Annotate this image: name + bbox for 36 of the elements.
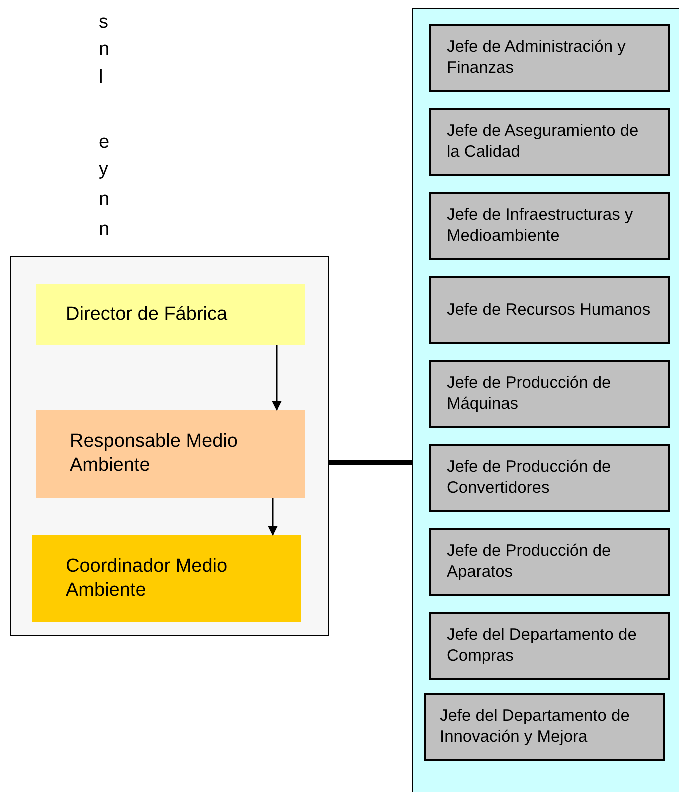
org-box	[424, 693, 665, 761]
group-panel	[10, 256, 329, 636]
role-title: Jefe de Producción de Convertidores	[447, 457, 612, 499]
text-fragment: e	[99, 133, 110, 152]
connector-line	[329, 460, 412, 466]
text-fragment: n	[99, 220, 110, 239]
org-box	[429, 528, 670, 596]
org-box	[429, 276, 670, 344]
text-fragment: y	[99, 160, 108, 179]
org-box	[429, 108, 670, 176]
role-title: Jefe de Aseguramiento de la Calidad	[447, 121, 640, 163]
role-title: Coordinador Medio Ambiente	[66, 554, 229, 602]
org-box	[429, 444, 670, 512]
org-box	[429, 360, 670, 428]
role-title: Jefe de Recursos Humanos	[447, 300, 652, 320]
role-title: Responsable Medio Ambiente	[70, 430, 239, 478]
org-box	[36, 284, 305, 345]
text-fragment: s	[99, 13, 108, 32]
role-title: Director de Fábrica	[66, 302, 229, 326]
arrow	[272, 345, 282, 411]
role-title: Jefe de Producción de Aparatos	[447, 541, 612, 583]
role-title: Jefe de Infraestructuras y Medioambiente	[447, 205, 634, 247]
org-box	[36, 410, 305, 498]
text-fragment: n	[99, 40, 110, 59]
org-box	[429, 612, 670, 680]
role-title: Jefe de Administración y Finanzas	[447, 37, 627, 79]
role-title: Jefe del Departamento de Innovación y Mejora	[440, 706, 631, 748]
org-box	[429, 192, 670, 260]
text-fragment: l	[99, 68, 104, 87]
text-fragment: n	[99, 190, 110, 209]
role-title: Jefe del Departamento de Compras	[447, 625, 638, 667]
arrow	[268, 498, 278, 536]
group-panel	[412, 8, 679, 792]
role-title: Jefe de Producción de Máquinas	[447, 373, 612, 415]
org-box	[429, 24, 670, 92]
org-box	[32, 535, 301, 622]
